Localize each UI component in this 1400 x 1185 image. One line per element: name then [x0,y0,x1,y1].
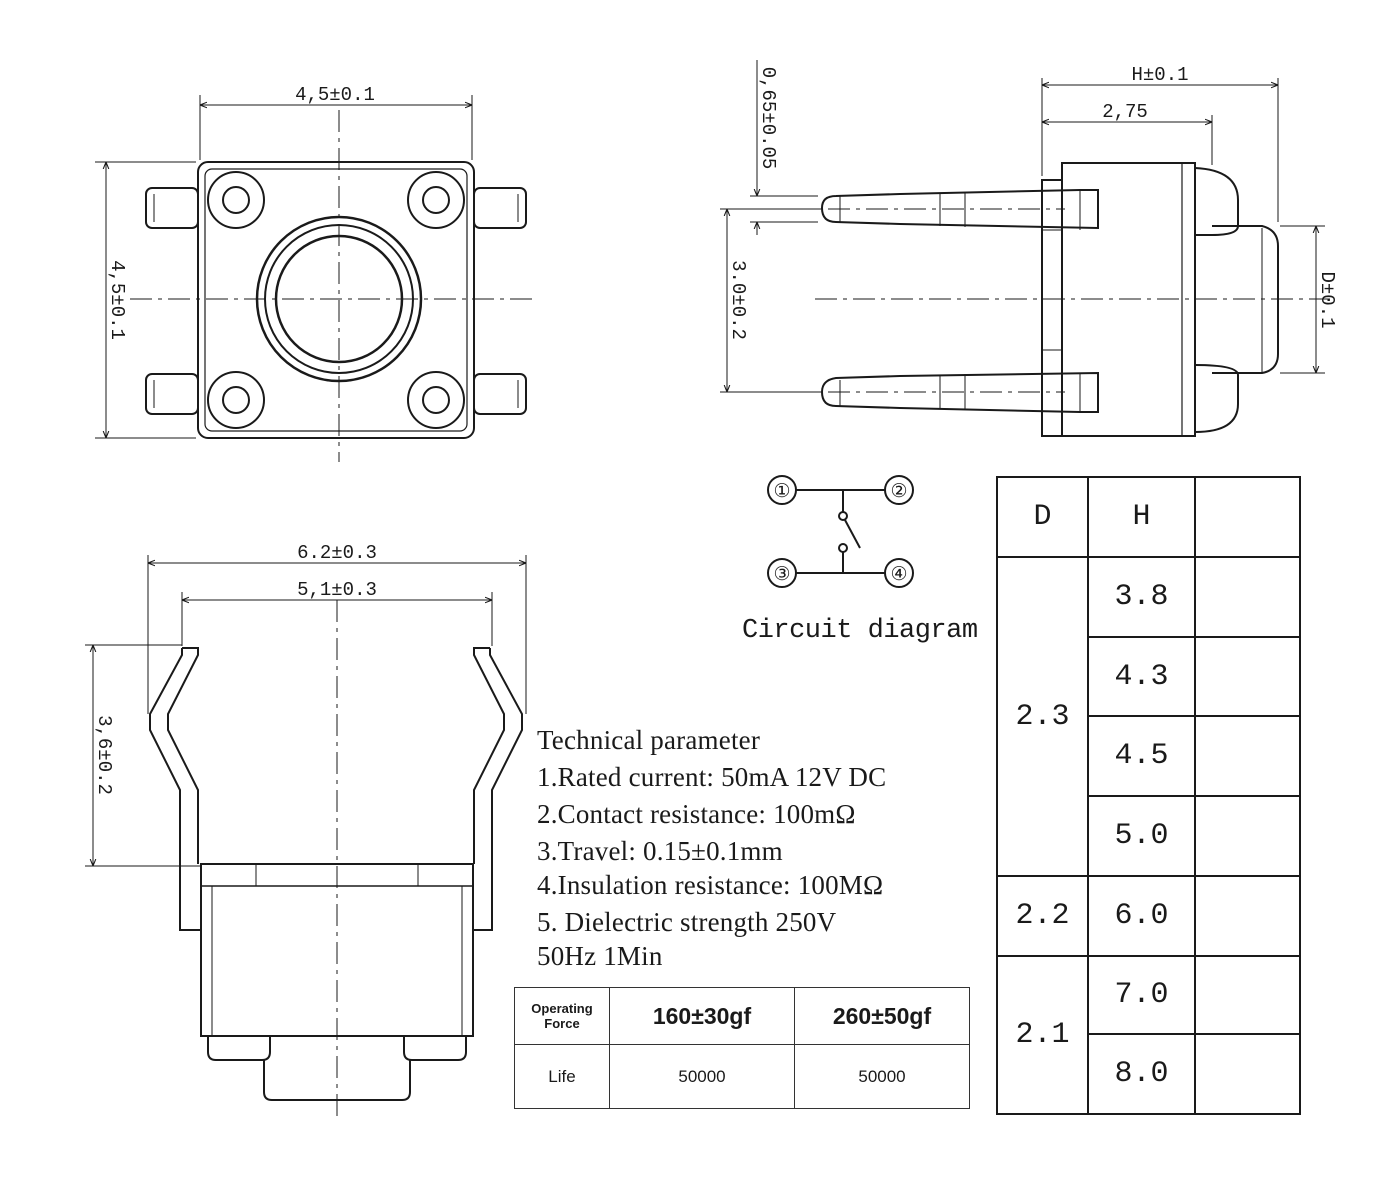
side-pin-dim: 3.0±0.2 [727,260,749,340]
d-value: 2.2 [996,875,1089,957]
h-value: 4.3 [1087,636,1196,717]
parameter-item: 4.Insulation resistance: 100MΩ [537,870,884,900]
front-outer-dim: 6.2±0.3 [297,542,377,564]
front-inner-dim: 5,1±0.3 [297,579,377,601]
operating-force-label: Operating Force [514,987,610,1045]
parameters-title: Technical parameter [537,725,761,755]
h-value: 6.0 [1087,875,1196,957]
technical-parameters: Technical parameter 1.Rated current: 50m… [537,722,886,975]
d-value: 2.1 [996,955,1089,1115]
life-value-1: 50000 [609,1044,795,1109]
life-label: Life [514,1044,610,1109]
empty-cell [1194,636,1301,717]
empty-cell [1194,556,1301,638]
parameter-item: 50Hz 1Min [537,941,663,971]
empty-cell [1194,715,1301,797]
operating-force-label-line2: Force [544,1016,580,1031]
circuit-node-4: ④ [890,564,907,585]
front-height-dim: 3,6±0.2 [93,715,115,795]
dh-table: D H 2.3 3.8 4.3 4.5 5.0 2.2 6.0 2.1 7.0 … [996,476,1301,1115]
side-depth-dim: 2,75 [1102,101,1148,123]
circuit-node-2: ② [890,481,907,502]
force-value-1: 160±30gf [609,987,795,1045]
h-value: 4.5 [1087,715,1196,797]
force-value-2: 260±50gf [794,987,970,1045]
header-h: H [1087,476,1196,558]
h-value: 5.0 [1087,795,1196,877]
top-view [95,95,535,462]
top-height-dim: 4,5±0.1 [106,260,128,340]
d-value: 2.3 [996,556,1089,877]
corner-hole-icon [207,171,465,429]
side-view [720,60,1330,437]
circuit-diagram [767,475,914,588]
header-d: D [996,476,1089,558]
force-table: Operating Force 160±30gf 260±50gf Life 5… [514,987,970,1109]
parameter-item: 1.Rated current: 50mA 12V DC [537,762,887,792]
header-empty [1194,476,1301,558]
top-width-dim: 4,5±0.1 [295,84,375,106]
empty-cell [1194,795,1301,877]
circuit-label: Circuit diagram [742,616,978,646]
side-h-dim: H±0.1 [1131,64,1188,86]
parameter-item: 2.Contact resistance: 100mΩ [537,799,856,829]
h-value: 8.0 [1087,1033,1196,1115]
side-offset-dim: 0,65±0.05 [757,67,779,170]
parameter-item: 3.Travel: 0.15±0.1mm [537,836,783,866]
empty-cell [1194,875,1301,957]
h-value: 7.0 [1087,955,1196,1035]
life-value-2: 50000 [794,1044,970,1109]
front-view [85,555,527,1120]
empty-cell [1194,955,1301,1035]
operating-force-label-line1: Operating [531,1001,593,1016]
empty-cell [1194,1033,1301,1115]
circuit-node-1: ① [773,481,790,502]
circuit-node-3: ③ [773,564,790,585]
parameter-item: 5. Dielectric strength 250V [537,907,837,937]
side-d-dim: D±0.1 [1316,271,1338,328]
h-value: 3.8 [1087,556,1196,638]
